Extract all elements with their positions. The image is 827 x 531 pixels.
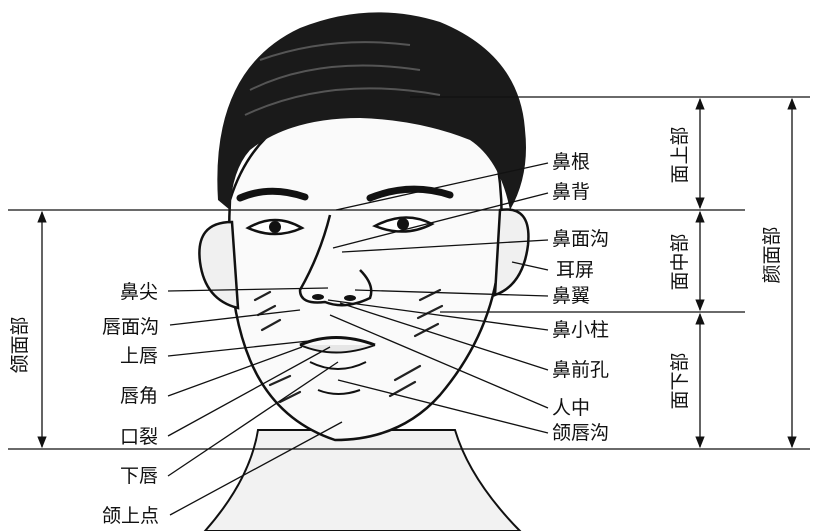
- label-lip-groove: 唇面沟: [102, 316, 159, 338]
- label-philtrum: 人中: [552, 397, 590, 419]
- label-nostril: 鼻前孔: [552, 359, 609, 381]
- label-nose-root: 鼻根: [552, 151, 590, 173]
- label-columella: 鼻小柱: [552, 319, 609, 341]
- label-tragus: 耳屏: [556, 259, 594, 281]
- face-region-label: 颜面部: [761, 226, 783, 283]
- mid-face-label: 面中部: [669, 233, 691, 290]
- face-illustration: [199, 12, 528, 531]
- label-nose-tip: 鼻尖: [120, 281, 158, 303]
- jaw-face-label: 颌面部: [9, 316, 31, 373]
- label-mentolabial-groove: 颌唇沟: [552, 422, 609, 444]
- label-mouth-slit: 口裂: [120, 426, 158, 448]
- label-nasal-wing: 鼻翼: [552, 285, 590, 307]
- label-upper-chin-point: 颌上点: [102, 505, 159, 527]
- upper-face-label: 面上部: [669, 126, 691, 183]
- label-upper-lip: 上唇: [120, 345, 158, 367]
- label-nasofacial-groove: 鼻面沟: [552, 228, 609, 250]
- label-lower-lip: 下唇: [120, 465, 158, 487]
- label-lip-corner: 唇角: [120, 385, 158, 407]
- label-nose-back: 鼻背: [552, 181, 590, 203]
- lower-face-label: 面下部: [669, 352, 691, 409]
